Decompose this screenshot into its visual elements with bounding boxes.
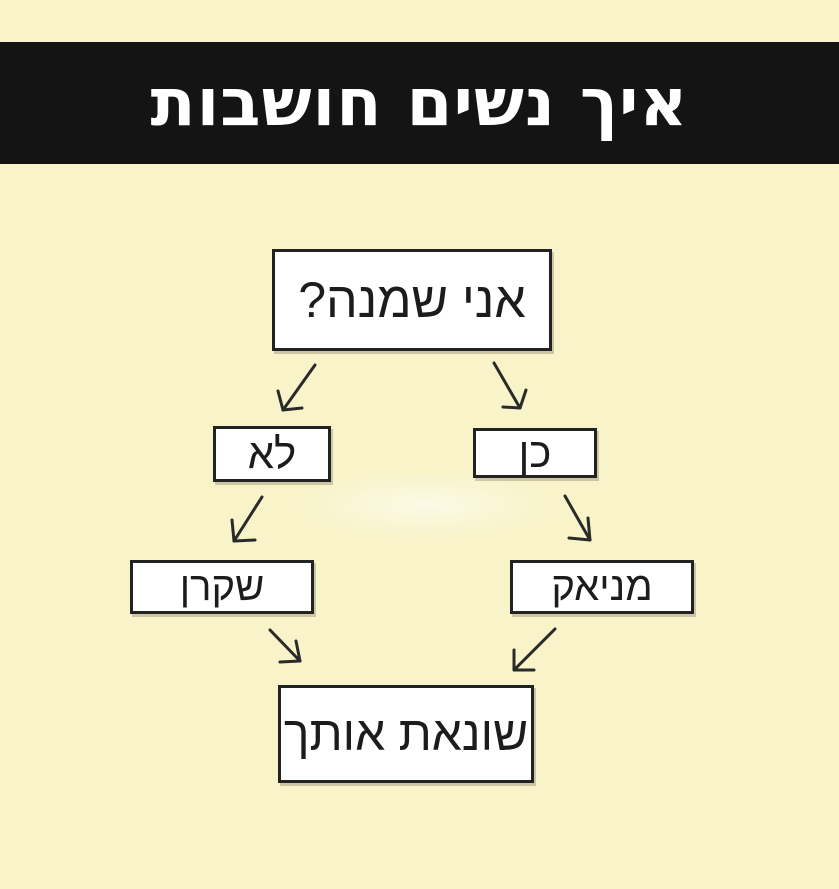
arrow-yes-to-maniac (563, 494, 592, 542)
arrow-question-to-no (276, 363, 317, 412)
liar-box: שקרן (130, 560, 314, 614)
arrow-no-to-liar (230, 495, 264, 543)
arrow-question-to-yes (492, 361, 528, 410)
arrow-maniac-to-hate (512, 627, 557, 672)
title-banner: איך נשים חושבות (0, 42, 839, 164)
page-title: איך נשים חושבות (150, 64, 689, 141)
arrow-liar-to-hate (268, 628, 302, 664)
hate-box: שונאת אותך (278, 685, 534, 783)
yes-box: כן (473, 428, 597, 478)
no-box: לא (213, 426, 331, 482)
blurred-area (290, 470, 560, 540)
question-box: אני שמנה? (272, 249, 552, 351)
maniac-box: מניאק (510, 560, 694, 614)
